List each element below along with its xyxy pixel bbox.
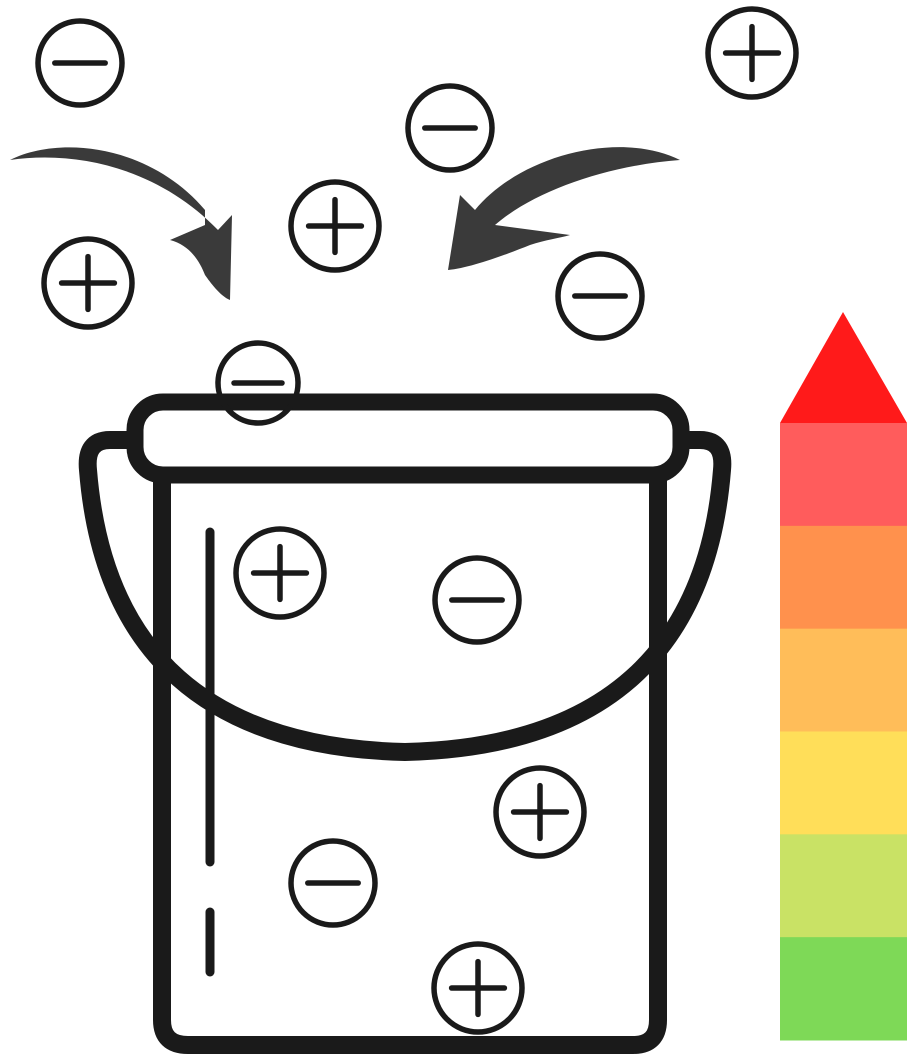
bucket-handle: [88, 440, 723, 752]
plus-charge-icon: [708, 9, 796, 97]
bucket: [88, 402, 723, 1045]
minus-charge-icon: [38, 21, 122, 105]
charges-layer: [38, 9, 796, 1032]
meter-segments: [780, 423, 907, 1041]
plus-charge-icon: [44, 239, 132, 327]
plus-charge-icon: [291, 182, 379, 270]
minus-charge-icon: [435, 558, 519, 642]
up-arrow-icon: [780, 312, 907, 423]
meter-segment: [780, 937, 907, 1040]
meter-segment: [780, 526, 907, 629]
meter-segment: [780, 629, 907, 732]
minus-charge-icon: [408, 86, 492, 170]
bucket-lid: [135, 402, 681, 475]
minus-charge-icon: [558, 254, 642, 338]
meter-segment: [780, 834, 907, 937]
meter-segment: [780, 423, 907, 526]
level-meter: [780, 312, 907, 1041]
curved-arrow-icon: [448, 147, 680, 270]
meter-segment: [780, 732, 907, 835]
right-curved-arrow: [448, 147, 680, 270]
plus-charge-icon: [434, 944, 522, 1032]
plus-charge-icon: [496, 768, 584, 856]
plus-charge-icon: [236, 529, 324, 617]
minus-charge-icon: [291, 841, 375, 925]
